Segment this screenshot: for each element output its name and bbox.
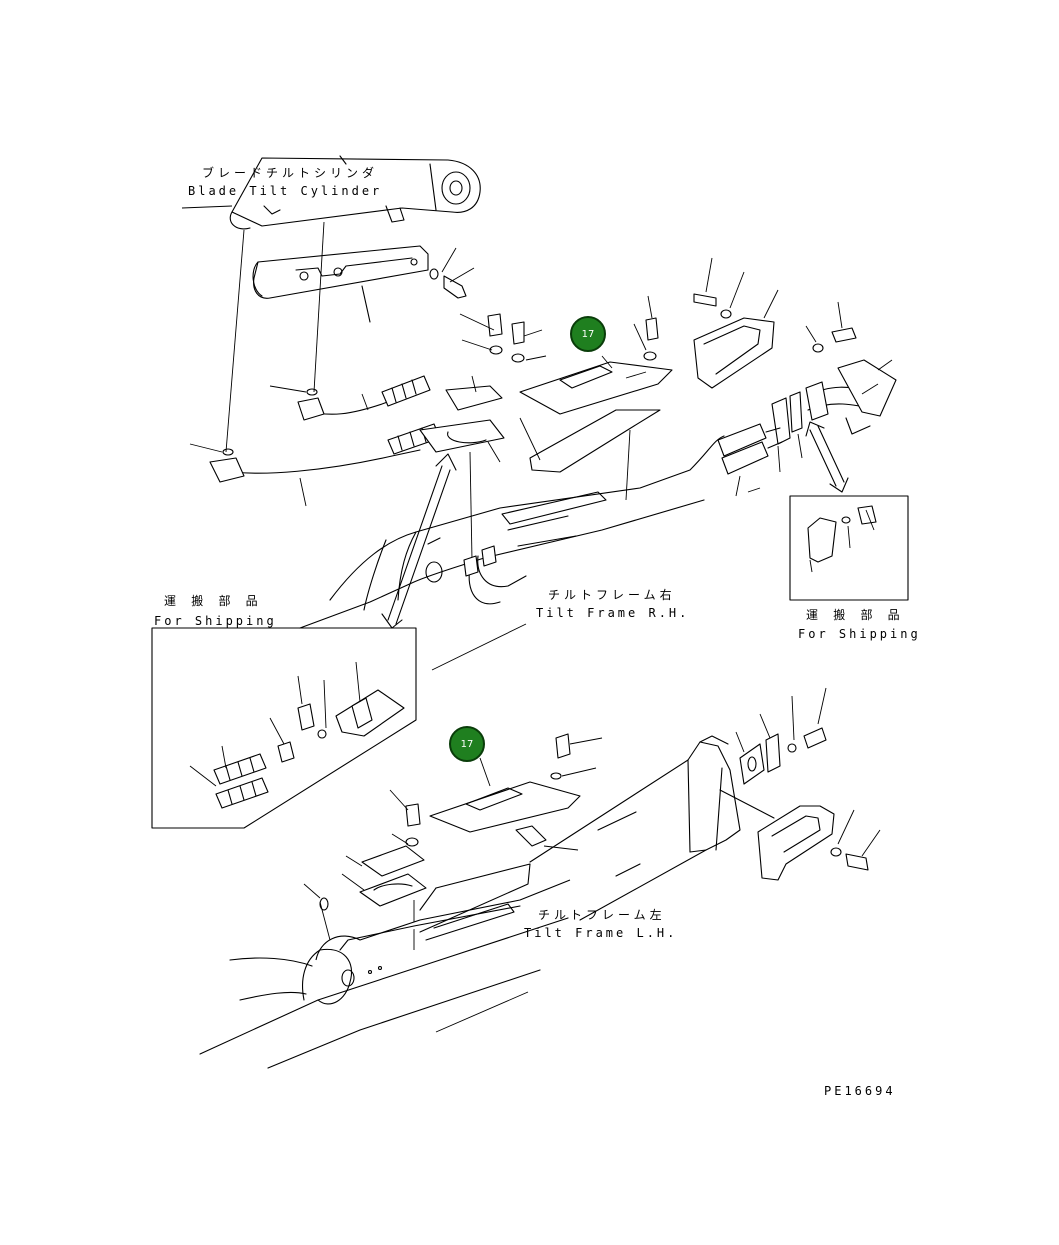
callout-17-lower[interactable]: 17 (449, 726, 485, 762)
tilt-frame-lh (199, 735, 741, 1069)
frame-rh-label-en: Tilt Frame R.H. (536, 606, 690, 620)
upper-right-bracket (693, 257, 857, 389)
right-hoses (717, 359, 897, 497)
cover-bolts (429, 247, 475, 299)
shipping-left-label-jp: 運 搬 部 品 (164, 594, 262, 608)
shipping-arrows (381, 421, 849, 629)
frame-rh-label-jp: チルトフレーム右 (548, 588, 676, 602)
frame-lh-label-en: Tilt Frame L.H. (524, 926, 678, 940)
lower-right-bracket (719, 687, 881, 881)
cylinder-label-en: Blade Tilt Cylinder (188, 184, 383, 198)
cylinder-label-jp: ブレードチルトシリンダ (202, 166, 379, 180)
blade-tilt-cylinder (229, 155, 481, 230)
callout-17-upper[interactable]: 17 (570, 316, 606, 352)
lower-step-plate (341, 733, 603, 950)
cylinder-cover (252, 245, 429, 323)
shipping-left-label-en: For Shipping (154, 614, 277, 628)
shipping-right-label-jp: 運 搬 部 品 (806, 608, 904, 622)
valve-block-upper (419, 313, 547, 561)
frame-lh-label-jp: チルトフレーム左 (538, 908, 666, 922)
tilt-frame-rh (299, 435, 725, 671)
hoses-upper (189, 375, 441, 507)
shipping-right-label-en: For Shipping (798, 627, 921, 641)
shipping-box-right (789, 495, 909, 601)
drawing-code: PE16694 (824, 1084, 896, 1098)
upper-step-plate (519, 295, 673, 501)
shipping-box-left (151, 627, 417, 829)
